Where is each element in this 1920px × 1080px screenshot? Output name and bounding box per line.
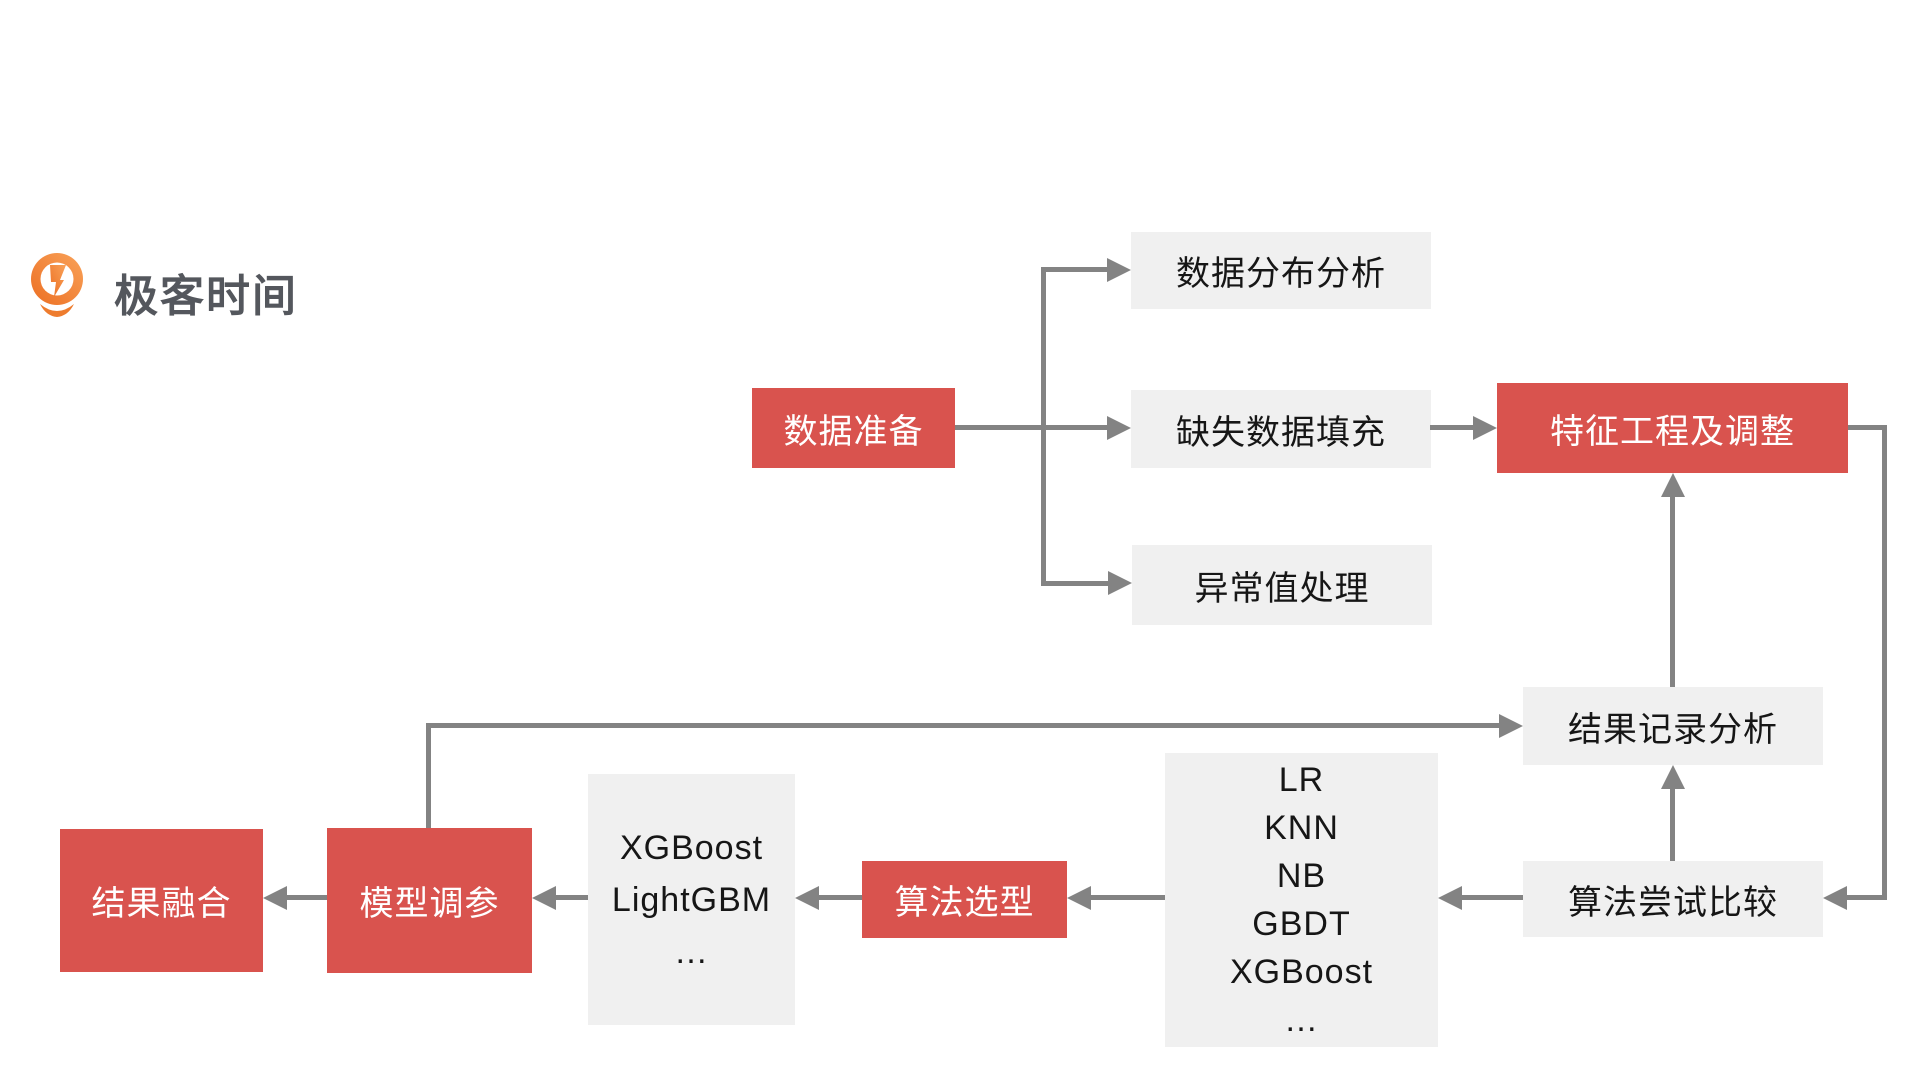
arrow-to-missing-fill <box>1107 416 1131 440</box>
connector-down-to-compare <box>1845 895 1885 900</box>
node-label: 异常值处理 <box>1194 569 1370 608</box>
node-missing-fill: 缺失数据填充 <box>1131 390 1431 468</box>
model-item: … <box>674 932 709 971</box>
algo-item: … <box>1284 1001 1319 1039</box>
node-label: 数据分布分析 <box>1176 255 1386 293</box>
arrow-to-outlier <box>1108 571 1132 595</box>
arrow-up-to-feature-eng <box>1661 473 1685 497</box>
connector-right-vertical <box>1882 425 1887 900</box>
connector-models-to-tuning <box>554 895 588 900</box>
node-label: 特征工程及调整 <box>1550 412 1795 451</box>
node-label: 算法选型 <box>894 884 1035 922</box>
arrow-to-algo-candidates <box>1438 886 1462 910</box>
algo-item: LR <box>1278 761 1325 799</box>
node-label: 缺失数据填充 <box>1176 413 1386 452</box>
node-result-fusion: 结果融合 <box>60 829 263 972</box>
node-result-record: 结果记录分析 <box>1523 687 1823 765</box>
connector-prep-trunk <box>955 425 1109 430</box>
algo-item: NB <box>1276 857 1327 895</box>
connector-compare-to-record <box>1670 787 1675 861</box>
connector-missing-to-feature <box>1430 425 1475 430</box>
algo-item: KNN <box>1264 809 1339 847</box>
node-algo-select: 算法选型 <box>862 861 1067 938</box>
geektime-logo: 极客时间 <box>30 252 298 324</box>
node-model-tuning: 模型调参 <box>327 828 532 973</box>
geektime-pin-icon <box>31 253 83 317</box>
node-label: 模型调参 <box>359 885 500 923</box>
model-item: LightGBM <box>611 880 772 919</box>
connector-branch-top <box>1041 267 1109 272</box>
algo-item: GBDT <box>1252 905 1351 943</box>
connector-long-to-record <box>426 723 1501 728</box>
connector-record-to-feature <box>1670 495 1675 687</box>
arrow-to-result-record <box>1499 714 1523 738</box>
arrow-to-feature-eng <box>1473 416 1497 440</box>
connector-branch-bottom <box>1041 581 1109 586</box>
node-label: 结果融合 <box>91 885 232 923</box>
node-label: 数据准备 <box>783 412 924 451</box>
arrow-to-algo-compare <box>1823 886 1847 910</box>
algo-item: XGBoost <box>1229 953 1374 991</box>
arrow-to-model-tuning <box>532 886 556 910</box>
arrow-to-algo-select <box>1067 886 1091 910</box>
arrow-to-dist-analysis <box>1107 258 1131 282</box>
logo-wordmark: 极客时间 <box>114 272 298 321</box>
connector-branch-vertical <box>1041 267 1046 586</box>
arrow-to-model-candidates <box>795 886 819 910</box>
connector-feature-right <box>1848 425 1887 430</box>
node-data-prep: 数据准备 <box>752 388 955 468</box>
node-algo-compare: 算法尝试比较 <box>1523 861 1823 937</box>
arrow-up-to-result-record <box>1661 765 1685 789</box>
node-outlier: 异常值处理 <box>1132 545 1432 625</box>
node-label: 结果记录分析 <box>1568 710 1778 749</box>
connector-select-to-models <box>817 895 862 900</box>
node-label: 算法尝试比较 <box>1568 883 1778 922</box>
connector-tuning-up <box>426 723 431 828</box>
connector-candidates-to-select <box>1089 895 1165 900</box>
node-model-candidates: XGBoost LightGBM … <box>588 774 795 1025</box>
connector-compare-to-candidates <box>1460 895 1523 900</box>
node-dist-analysis: 数据分布分析 <box>1131 232 1431 309</box>
node-algo-candidates: LR KNN NB GBDT XGBoost … <box>1165 753 1438 1047</box>
connector-tuning-to-fusion <box>285 895 327 900</box>
model-item: XGBoost <box>619 828 764 867</box>
arrow-to-result-fusion <box>263 886 287 910</box>
node-feature-eng: 特征工程及调整 <box>1497 383 1848 473</box>
